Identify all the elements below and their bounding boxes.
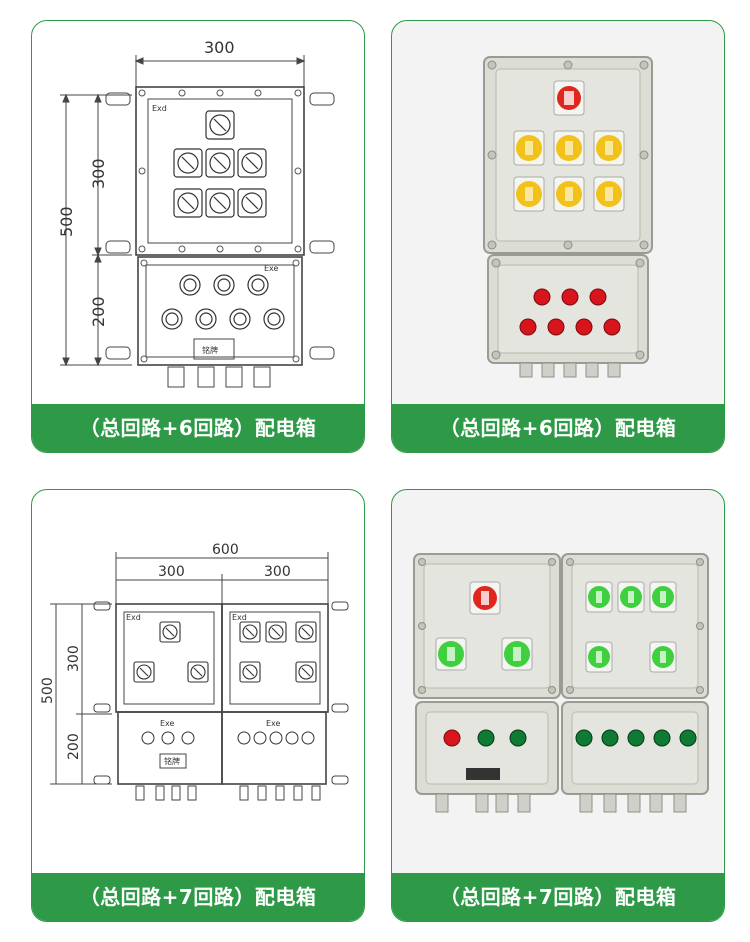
- dim-width-left-300: 300: [158, 564, 185, 580]
- dim-height-200: 200: [66, 733, 82, 760]
- card-caption: （总回路+7回路）配电箱: [32, 873, 364, 921]
- dim-height-500: 500: [40, 677, 56, 704]
- dim-height-300: 300: [89, 158, 108, 189]
- product-card-drawing-6-circuit: 300 500 300 200 Exd Exe 铭牌 （总回路+6回路）配电箱: [31, 20, 365, 453]
- dim-height-200: 200: [89, 296, 108, 327]
- product-card-photo-6-circuit: （总回路+6回路）配电箱: [391, 20, 725, 453]
- card-caption: （总回路+6回路）配电箱: [32, 404, 364, 452]
- dim-width-300: 300: [204, 38, 235, 57]
- nameplate-label: 铭牌: [202, 345, 218, 355]
- dim-height-300: 300: [66, 645, 82, 672]
- dim-width-right-300: 300: [264, 564, 291, 580]
- dim-height-500: 500: [57, 206, 76, 237]
- technical-drawing: 300 500 300 200 Exd Exe 铭牌: [57, 38, 335, 388]
- product-card-drawing-7-circuit: 600 300 300 500 300 200 Exd Exd Exe Exe …: [31, 489, 365, 922]
- exd-label: Exd: [152, 104, 167, 113]
- exd-label-left: Exd: [126, 613, 141, 622]
- exe-label-left: Exe: [160, 719, 175, 728]
- card-caption: （总回路+6回路）配电箱: [392, 404, 724, 452]
- enclosure-photo: [483, 56, 653, 378]
- enclosure-photo: [413, 553, 709, 813]
- product-card-photo-7-circuit: （总回路+7回路）配电箱: [391, 489, 725, 922]
- nameplate-label: 铭牌: [164, 756, 180, 766]
- exe-label: Exe: [264, 264, 279, 273]
- exd-label-right: Exd: [232, 613, 247, 622]
- card-caption: （总回路+7回路）配电箱: [392, 873, 724, 921]
- technical-drawing: 600 300 300 500 300 200 Exd Exd Exe Exe …: [40, 542, 349, 801]
- exe-label-right: Exe: [266, 719, 281, 728]
- dim-width-600: 600: [212, 542, 239, 558]
